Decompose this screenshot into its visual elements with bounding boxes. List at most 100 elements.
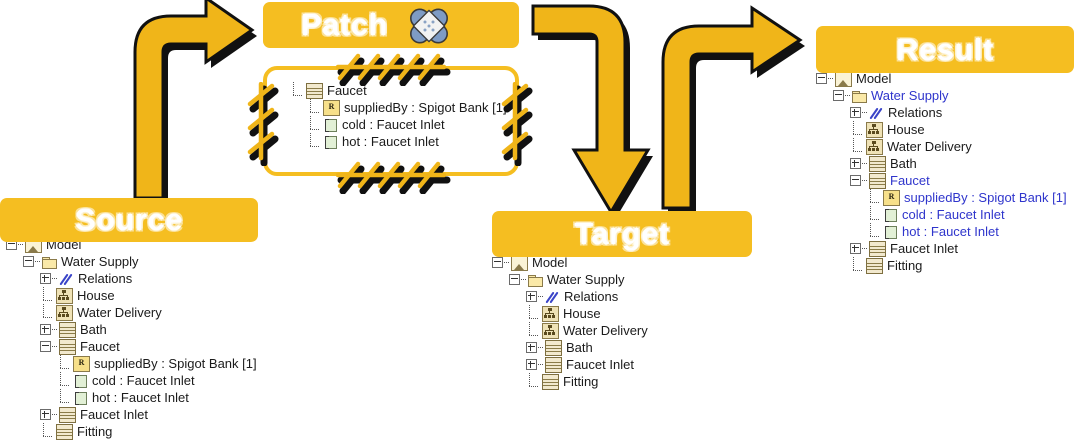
- arrow-target-to-result: [661, 5, 805, 214]
- expand-toggle-expanded[interactable]: [23, 256, 34, 267]
- block-icon: [542, 373, 559, 390]
- tree-row-label: suppliedBy : Spigot Bank [1]: [94, 356, 257, 371]
- tree-row-label: Water Supply: [871, 88, 949, 103]
- expand-toggle-collapsed[interactable]: [850, 158, 861, 169]
- tree-row[interactable]: Bath: [816, 155, 1067, 172]
- expand-toggle-expanded[interactable]: [816, 73, 827, 84]
- folder-icon: [528, 273, 543, 287]
- tree-row[interactable]: Faucet Inlet: [6, 406, 257, 423]
- block-icon: [545, 356, 562, 373]
- block-icon: [59, 321, 76, 338]
- tree-row[interactable]: Water Delivery: [6, 303, 257, 321]
- tree-row[interactable]: cold : Faucet Inlet: [290, 115, 507, 133]
- tree-row[interactable]: Faucet Inlet: [492, 356, 648, 373]
- tree-row-label: hot : Faucet Inlet: [902, 224, 999, 239]
- tree-row[interactable]: Water Supply: [6, 253, 257, 270]
- tree-row[interactable]: Relations: [816, 104, 1067, 121]
- tree-row[interactable]: cold : Faucet Inlet: [6, 371, 257, 389]
- tree-row-label: House: [563, 306, 601, 321]
- relations-icon: [869, 106, 884, 120]
- tree-connector: [52, 410, 59, 419]
- tree-row[interactable]: cold : Faucet Inlet: [816, 205, 1067, 223]
- expand-toggle-expanded[interactable]: [850, 175, 861, 186]
- tree-row[interactable]: hot : Faucet Inlet: [816, 222, 1067, 240]
- banner-result-label: Result: [896, 31, 994, 67]
- expand-toggle-expanded[interactable]: [833, 90, 844, 101]
- tree-row[interactable]: hot : Faucet Inlet: [290, 132, 507, 150]
- tree-row[interactable]: Fitting: [816, 256, 1067, 274]
- tree-row[interactable]: Water Delivery: [816, 137, 1067, 155]
- tree-row[interactable]: Faucet: [816, 172, 1067, 189]
- tree-row[interactable]: Relations: [492, 288, 648, 305]
- tree-row-label: Fitting: [887, 258, 923, 273]
- tree-row[interactable]: Water Supply: [492, 271, 648, 288]
- tree-row-label: Relations: [564, 289, 619, 304]
- tree-connector: [828, 74, 835, 83]
- block-icon: [869, 155, 886, 172]
- banner-target-label: Target: [574, 216, 670, 251]
- block-icon: [59, 338, 76, 355]
- expand-toggle-collapsed[interactable]: [40, 324, 51, 335]
- expand-toggle-collapsed[interactable]: [850, 243, 861, 254]
- expand-toggle-collapsed[interactable]: [850, 107, 861, 118]
- tree-connector: [35, 257, 42, 266]
- banner-result: Result: [816, 26, 1074, 73]
- tree-row-label: Fitting: [563, 374, 599, 389]
- tree-row[interactable]: Water Supply: [816, 87, 1067, 104]
- reference-icon: R: [73, 355, 90, 372]
- tree-row-label: Faucet: [327, 83, 367, 98]
- tree-connector: [18, 240, 25, 249]
- block-icon: [59, 406, 76, 423]
- arrow-patch-to-target: [531, 4, 653, 218]
- tree-connector: [862, 159, 869, 168]
- tree-row-label: Water Delivery: [563, 323, 648, 338]
- tree-row[interactable]: Fitting: [6, 422, 257, 440]
- expand-toggle-collapsed[interactable]: [526, 342, 537, 353]
- tree-row[interactable]: Water Delivery: [492, 321, 648, 339]
- tree-row[interactable]: Bath: [6, 321, 257, 338]
- tree-row[interactable]: Model: [816, 70, 1067, 87]
- expand-toggle-expanded[interactable]: [509, 274, 520, 285]
- tree-connector: [862, 108, 869, 117]
- tree-row[interactable]: Bath: [492, 339, 648, 356]
- tree-row[interactable]: Faucet Inlet: [816, 240, 1067, 257]
- stitches-right: [501, 82, 533, 166]
- expand-toggle-collapsed[interactable]: [526, 291, 537, 302]
- tree-row[interactable]: House: [492, 304, 648, 322]
- tree-row-label: Faucet: [80, 339, 120, 354]
- tree-row[interactable]: House: [6, 286, 257, 304]
- tree-row[interactable]: Faucet: [290, 81, 507, 99]
- tree-row-label: cold : Faucet Inlet: [92, 373, 195, 388]
- expand-toggle-collapsed[interactable]: [40, 273, 51, 284]
- tree-row[interactable]: Model: [492, 254, 648, 271]
- banner-source-label: Source: [74, 202, 184, 237]
- port-icon: [323, 118, 338, 132]
- tree-row[interactable]: Relations: [6, 270, 257, 287]
- port-icon: [73, 374, 88, 388]
- stitches-left: [247, 82, 279, 166]
- expand-toggle-expanded[interactable]: [492, 257, 503, 268]
- tree-row-label: Fitting: [77, 424, 113, 439]
- expand-toggle-collapsed[interactable]: [526, 359, 537, 370]
- tree-row-label: Model: [532, 255, 568, 270]
- tree-row-label: Water Supply: [547, 272, 625, 287]
- package-icon: [866, 121, 883, 138]
- expand-toggle-expanded[interactable]: [40, 341, 51, 352]
- folder-icon: [852, 89, 867, 103]
- tree-row[interactable]: Faucet: [6, 338, 257, 355]
- port-icon: [323, 135, 338, 149]
- tree-row[interactable]: House: [816, 120, 1067, 138]
- tree-row[interactable]: hot : Faucet Inlet: [6, 388, 257, 406]
- tree-row-label: hot : Faucet Inlet: [92, 390, 189, 405]
- tree-row-label: hot : Faucet Inlet: [342, 134, 439, 149]
- tree-row[interactable]: Fitting: [492, 372, 648, 390]
- expand-toggle-collapsed[interactable]: [40, 409, 51, 420]
